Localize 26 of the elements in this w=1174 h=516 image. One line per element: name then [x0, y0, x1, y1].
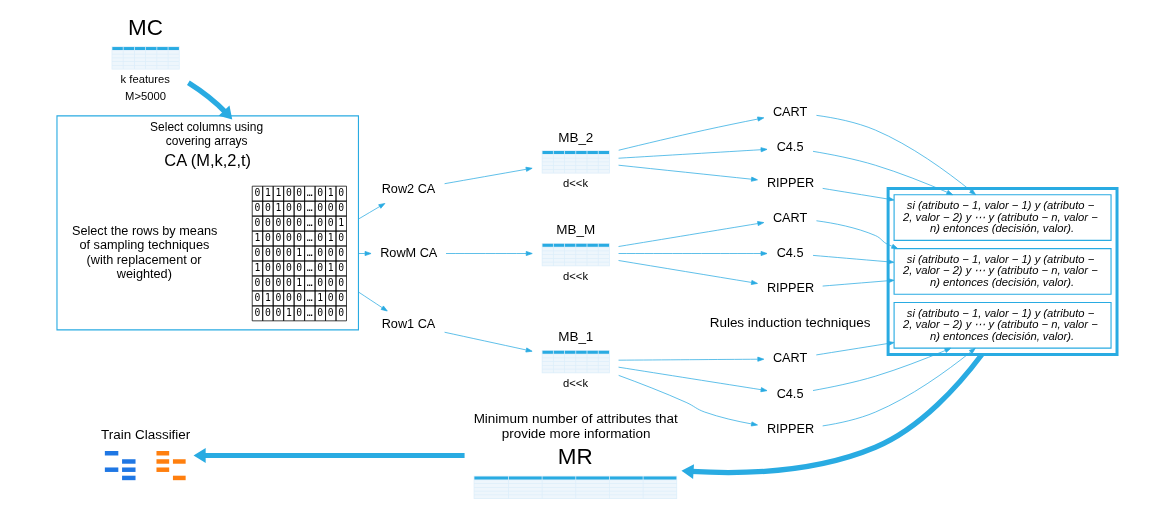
node-text: C4.5: [776, 139, 804, 155]
node-label: MC: [128, 15, 163, 41]
node-text: CART: [772, 104, 808, 120]
node-text: RIPPER: [766, 280, 815, 296]
node-label: d<<k: [563, 269, 589, 282]
node-label: MB_2: [558, 129, 594, 145]
node-label: Minimum number of attributes that provide more information: [473, 410, 678, 441]
node-text: CART: [772, 209, 808, 225]
node-label: MR: [557, 444, 593, 470]
node-text: RowM CA: [380, 244, 438, 260]
node-label: d<<k: [563, 176, 589, 189]
node-label: Train Classifier: [101, 426, 191, 442]
node-label: k features: [120, 72, 170, 85]
node-text: CART: [772, 350, 808, 366]
node-label: M>5000: [125, 90, 166, 103]
node-text: Row1 CA: [381, 316, 436, 332]
label: Rules induction techniques: [709, 315, 871, 331]
node-text: Row2 CA: [381, 181, 436, 197]
node-label: d<<k: [563, 376, 589, 389]
node-label: MB_1: [558, 329, 594, 345]
node-text: RIPPER: [766, 174, 815, 190]
node-text: RIPPER: [766, 420, 815, 436]
node-text: C4.5: [776, 244, 804, 260]
node-label: MB_M: [556, 222, 596, 238]
node-text: C4.5: [776, 385, 804, 401]
node-text: Select the rows by means of sampling techniques (with replacement or weighted): [71, 223, 218, 281]
